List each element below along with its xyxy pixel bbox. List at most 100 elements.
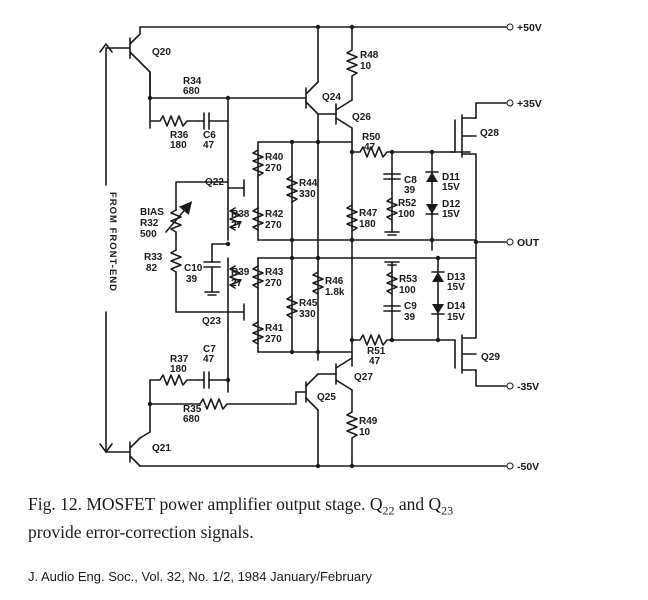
svg-text:Q29: Q29: [481, 352, 500, 363]
svg-text:27: 27: [231, 220, 243, 231]
d14-diode: D14 15V: [431, 301, 466, 323]
svg-text:680: 680: [183, 86, 200, 97]
rail-minus50: -50V: [139, 461, 539, 473]
svg-text:Q21: Q21: [152, 443, 171, 454]
svg-text:-35V: -35V: [517, 381, 539, 393]
svg-text:47: 47: [364, 142, 376, 153]
svg-text:330: 330: [299, 189, 316, 200]
svg-text:R44: R44: [299, 178, 318, 189]
r42-resistor: [252, 207, 264, 231]
r47-resistor: [346, 204, 358, 232]
q27-transistor: Q27: [335, 357, 373, 391]
q24-transistor: Q24: [295, 26, 341, 115]
rail-plus50: +50V: [139, 22, 542, 34]
d13-diode: D13 15V: [431, 271, 466, 293]
r38-resistor: [229, 207, 241, 231]
svg-text:-50V: -50V: [517, 461, 539, 473]
r35-resistor: [149, 391, 297, 410]
svg-text:270: 270: [265, 220, 282, 231]
svg-text:330: 330: [299, 309, 316, 320]
svg-text:R32: R32: [140, 218, 159, 229]
svg-text:10: 10: [359, 427, 371, 438]
svg-text:C9: C9: [404, 301, 417, 312]
q29-mosfet: Q29: [454, 257, 500, 374]
svg-text:+50V: +50V: [517, 22, 542, 34]
svg-text:15V: 15V: [447, 282, 465, 293]
svg-text:39: 39: [404, 312, 416, 323]
svg-text:R36: R36: [170, 130, 189, 141]
q28-mosfet: Q28: [454, 114, 499, 243]
r43-resistor: [252, 265, 264, 289]
svg-text:OUT: OUT: [517, 237, 540, 249]
figure-caption: Fig. 12. MOSFET power amplifier output s…: [28, 494, 454, 542]
svg-text:R33: R33: [144, 252, 163, 263]
svg-text:R41: R41: [265, 323, 284, 334]
q20-transistor: Q20: [105, 26, 171, 73]
svg-text:C10: C10: [184, 263, 203, 274]
svg-text:R47: R47: [359, 208, 378, 219]
r49-resistor: [346, 389, 358, 467]
svg-text:R45: R45: [299, 298, 318, 309]
svg-text:D14: D14: [447, 301, 466, 312]
r48-resistor: [346, 26, 358, 101]
svg-text:R38: R38: [231, 209, 250, 220]
svg-text:Q26: Q26: [352, 112, 371, 123]
svg-text:270: 270: [265, 278, 282, 289]
r44-resistor: [286, 175, 298, 203]
rail-plus35: +35V: [475, 98, 542, 119]
svg-text:Q27: Q27: [354, 372, 373, 383]
r32-potentiometer: [170, 209, 182, 233]
r41-resistor: [252, 321, 264, 345]
r51-resistor: [351, 334, 456, 346]
svg-text:R34: R34: [183, 76, 202, 87]
svg-text:47: 47: [369, 356, 381, 367]
svg-text:15V: 15V: [442, 209, 460, 220]
svg-text:Q24: Q24: [322, 92, 341, 103]
svg-text:47: 47: [203, 354, 215, 365]
schematic-diagram: +50V +35V OUT -35V -50V FROM FRONT-END Q…: [99, 22, 542, 473]
svg-text:180: 180: [170, 364, 187, 375]
q25-transistor: Q25: [305, 373, 336, 411]
svg-text:R52: R52: [398, 198, 417, 209]
r45-resistor: [286, 295, 298, 319]
svg-text:R51: R51: [367, 346, 386, 357]
r40-resistor: [252, 149, 264, 177]
svg-text:R43: R43: [265, 267, 284, 278]
svg-text:D11: D11: [442, 172, 460, 183]
svg-text:27: 27: [231, 278, 243, 289]
rail-minus35: -35V: [475, 369, 539, 393]
svg-text:180: 180: [170, 140, 187, 151]
svg-text:100: 100: [399, 285, 416, 296]
svg-text:500: 500: [140, 229, 157, 240]
from-front-end-label: FROM FRONT-END: [107, 192, 118, 292]
svg-text:270: 270: [265, 334, 282, 345]
svg-text:R49: R49: [359, 416, 378, 427]
svg-text:680: 680: [183, 414, 200, 425]
r33-resistor: [170, 249, 182, 273]
from-front-end-bracket: FROM FRONT-END: [99, 43, 118, 453]
r50-resistor: [351, 146, 471, 158]
r36-resistor: [149, 115, 199, 127]
svg-text:39: 39: [186, 274, 198, 285]
svg-text:Q25: Q25: [317, 392, 336, 403]
svg-text:R35: R35: [183, 404, 202, 415]
svg-text:270: 270: [265, 163, 282, 174]
svg-text:BIAS: BIAS: [140, 207, 164, 218]
svg-text:C7: C7: [203, 344, 216, 355]
svg-text:R42: R42: [265, 209, 284, 220]
r46-resistor: [312, 271, 324, 295]
q22-transistor: Q22: [205, 177, 245, 197]
svg-text:82: 82: [146, 263, 158, 274]
svg-text:R37: R37: [170, 354, 189, 365]
svg-text:R39: R39: [231, 267, 250, 278]
svg-text:Q20: Q20: [152, 47, 171, 58]
svg-text:10: 10: [360, 61, 372, 72]
svg-text:D13: D13: [447, 272, 466, 283]
svg-text:1.8k: 1.8k: [325, 287, 345, 298]
r37-resistor: [149, 374, 199, 386]
svg-text:100: 100: [398, 209, 415, 220]
d12-diode: D12 15V: [425, 199, 461, 220]
svg-text:15V: 15V: [447, 312, 465, 323]
source-citation: J. Audio Eng. Soc., Vol. 32, No. 1/2, 19…: [28, 569, 372, 584]
q26-transistor: Q26: [317, 99, 371, 129]
